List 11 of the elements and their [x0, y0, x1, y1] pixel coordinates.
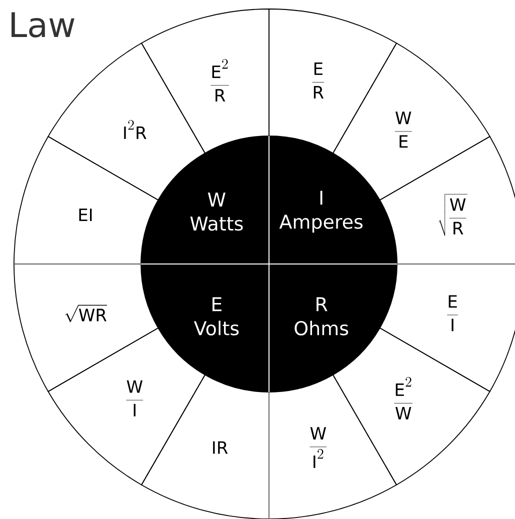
node-label: Watts — [190, 216, 243, 231]
quadrant: R Ohms — [269, 264, 397, 392]
quadrant: I Amperes — [269, 136, 397, 264]
title: Law — [12, 12, 74, 38]
node-label: R — [316, 297, 328, 312]
node-label: Amperes — [279, 214, 363, 233]
node-label: E — [212, 297, 222, 312]
formula-sector: $I^{2}R$ — [48, 42, 206, 200]
quadrant: E Volts — [141, 264, 269, 392]
node-label: W — [208, 192, 226, 206]
node-label: I — [320, 190, 322, 205]
